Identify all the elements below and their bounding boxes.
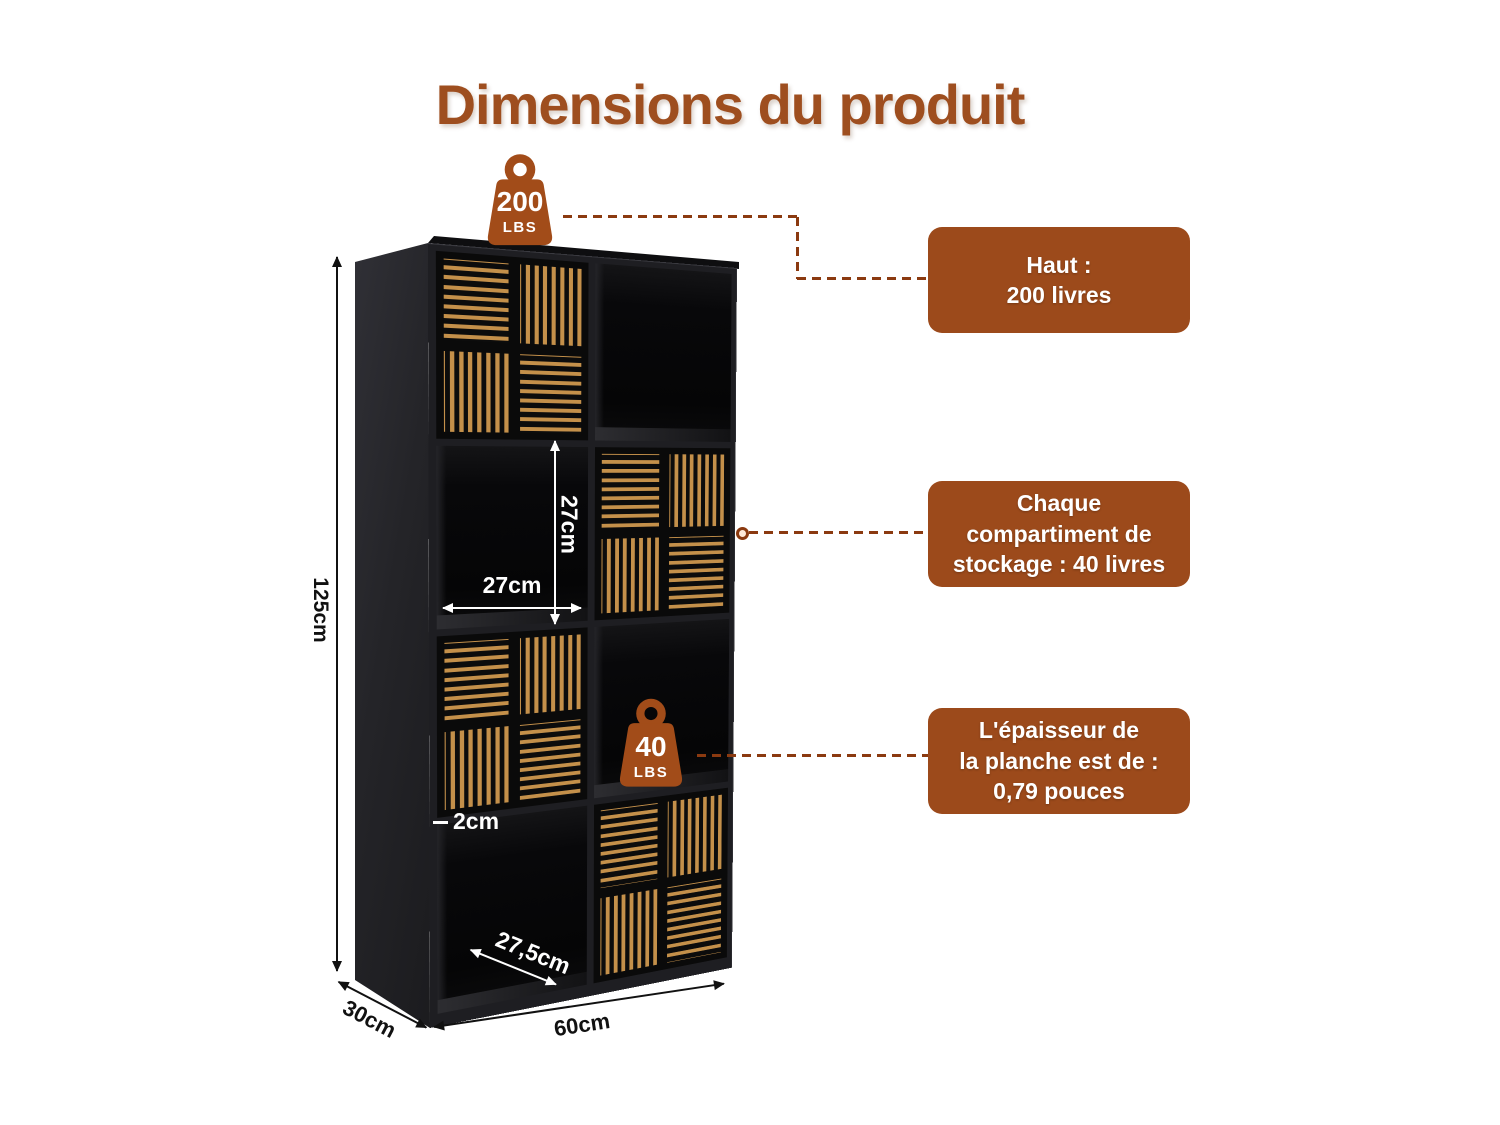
bookshelf-front: [428, 243, 737, 1028]
connector-top-v: [796, 217, 799, 279]
slat-panel-vertical: [598, 535, 661, 617]
dimension-label-board-thickness: 2cm: [453, 808, 499, 835]
dimension-arrow-compartment-width: [443, 607, 581, 609]
dimension-label-height: 125cm: [308, 560, 332, 660]
connector-top-h1: [563, 215, 799, 218]
door-cell: [594, 788, 729, 984]
slat-panel-vertical: [666, 451, 726, 529]
slat-panel-horizontal: [517, 716, 584, 804]
slat-panel-horizontal: [441, 636, 512, 725]
callout-text: Chaque compartiment de stockage : 40 liv…: [953, 488, 1165, 579]
slat-panel-horizontal: [517, 351, 584, 436]
weight-200lbs-text: 200 LBS: [475, 188, 565, 235]
slat-panel-vertical: [441, 723, 511, 813]
slat-panel-vertical: [517, 631, 584, 717]
callout-compartment-capacity: Chaque compartiment de stockage : 40 liv…: [928, 481, 1190, 587]
connector-dot: [736, 527, 749, 540]
weight-40lbs-icon: 40 LBS: [606, 697, 696, 791]
connector-top-h2: [797, 277, 928, 280]
door-cell: [437, 627, 588, 818]
callout-text: L'épaisseur de la planche est de : 0,79 …: [959, 715, 1158, 806]
bookshelf-side-panel: [355, 243, 435, 1033]
slat-panel-horizontal: [599, 451, 662, 532]
board-thickness-tick: [433, 821, 448, 824]
connector-middle: [749, 531, 928, 534]
slat-panel-vertical: [665, 792, 725, 881]
weight-200lbs-icon: 200 LBS: [475, 152, 565, 250]
slat-panel-horizontal: [440, 255, 511, 346]
callout-text: Haut : 200 livres: [1007, 250, 1112, 311]
slat-panel-vertical: [517, 261, 585, 349]
page-title: Dimensions du produit: [0, 72, 1460, 137]
slat-panel-horizontal: [598, 800, 661, 891]
callout-top-capacity: Haut : 200 livres: [928, 227, 1190, 333]
open-compartment: [595, 263, 732, 442]
weight-value: 200: [475, 188, 565, 216]
slat-panel-horizontal: [666, 533, 726, 613]
door-cell: [436, 251, 589, 441]
dimension-arrow-height: [336, 257, 338, 971]
dimension-label-compartment-height: 27cm: [556, 475, 583, 575]
connector-bottom: [697, 754, 928, 757]
callout-board-thickness: L'épaisseur de la planche est de : 0,79 …: [928, 708, 1190, 814]
open-compartment: [437, 806, 587, 1014]
weight-40lbs-text: 40 LBS: [606, 733, 696, 780]
weight-value: 40: [606, 733, 696, 761]
weight-unit: LBS: [606, 765, 696, 780]
slat-panel-horizontal: [664, 875, 724, 965]
door-cell: [595, 447, 731, 620]
slat-panel-vertical: [440, 348, 511, 436]
weight-unit: LBS: [475, 220, 565, 235]
dimension-label-compartment-width: 27cm: [443, 572, 581, 599]
slat-panel-vertical: [597, 886, 660, 979]
